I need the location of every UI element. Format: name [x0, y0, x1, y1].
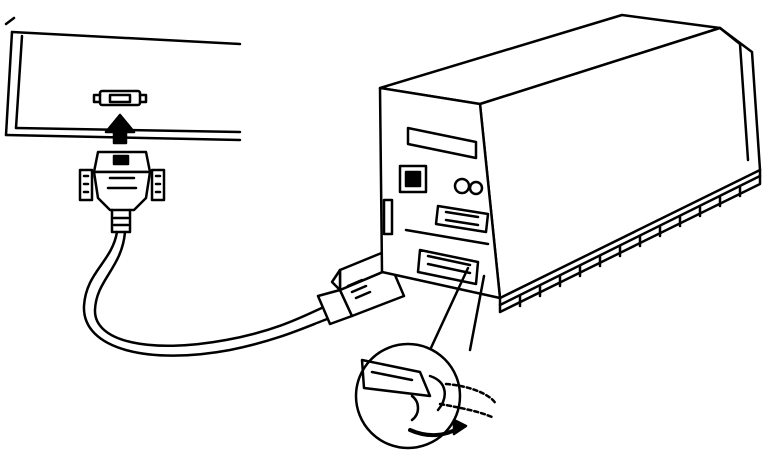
computer-port-icon [92, 89, 148, 107]
clip-detail-magnifier-icon [354, 266, 498, 450]
clip-rotate-arrow-icon [408, 418, 468, 437]
connect-arrow-icon [104, 113, 136, 145]
scanner-device-icon [378, 13, 762, 314]
interface-cable-icon [82, 230, 332, 357]
cable-plug-device-icon [316, 250, 406, 326]
cable-plug-computer-icon [78, 150, 166, 234]
